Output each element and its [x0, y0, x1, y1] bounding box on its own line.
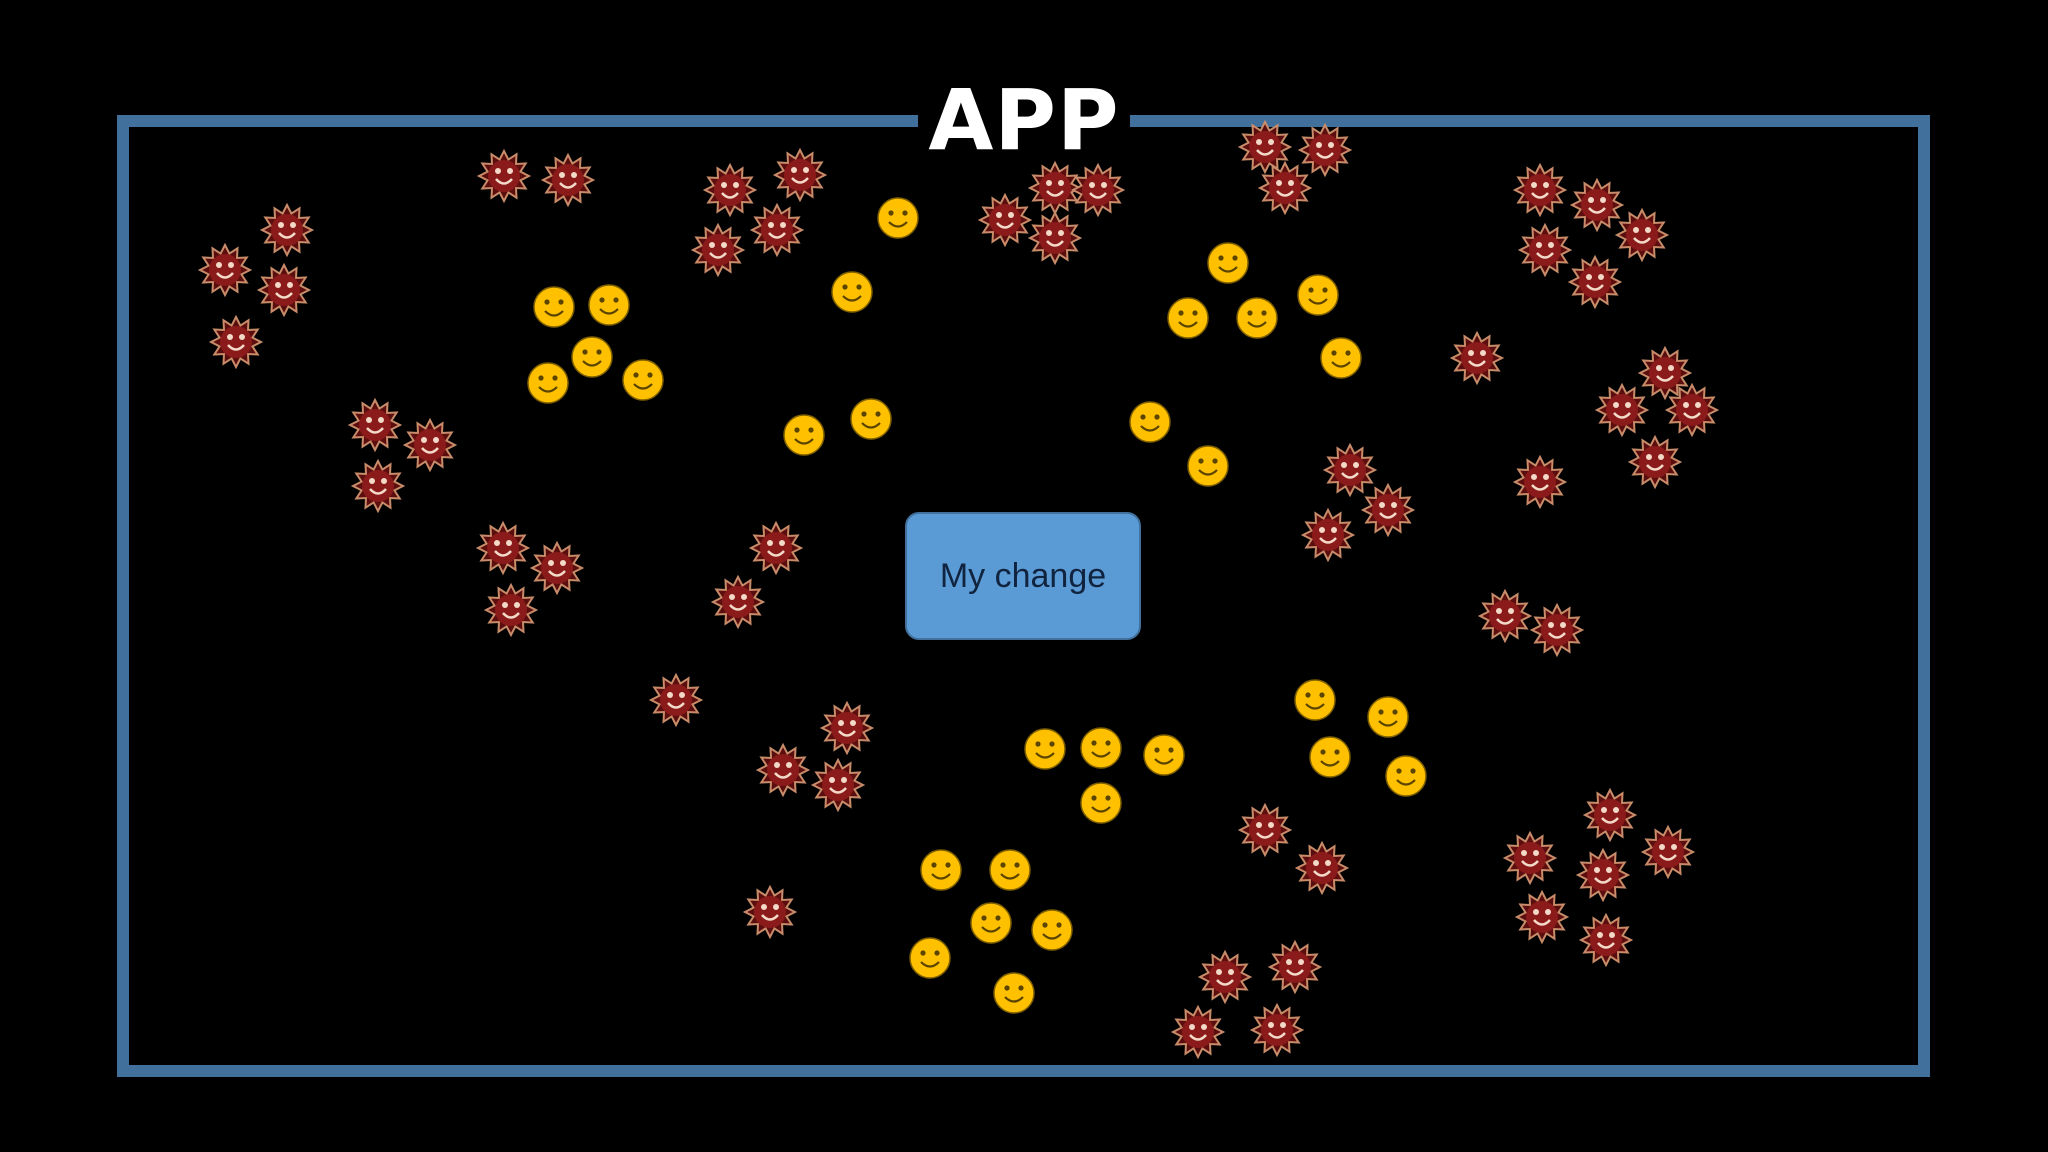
smiley-face-icon [1207, 242, 1249, 284]
virus-icon [1237, 802, 1293, 858]
virus-icon [1664, 382, 1720, 438]
smiley-face-icon [1367, 696, 1409, 738]
virus-icon [529, 540, 585, 596]
virus-icon [977, 192, 1033, 248]
virus-icon [1477, 588, 1533, 644]
virus-icon [1197, 949, 1253, 1005]
smiley-face-icon [909, 937, 951, 979]
virus-icon [1360, 482, 1416, 538]
virus-icon [1027, 160, 1083, 216]
smiley-face-icon [877, 197, 919, 239]
virus-icon [259, 202, 315, 258]
smiley-face-icon [989, 849, 1031, 891]
virus-icon [1249, 1002, 1305, 1058]
smiley-face-icon [527, 362, 569, 404]
virus-icon [1449, 330, 1505, 386]
smiley-face-icon [1167, 297, 1209, 339]
app-title: APP [918, 70, 1130, 170]
virus-icon [1575, 847, 1631, 903]
virus-icon [402, 417, 458, 473]
virus-icon [690, 222, 746, 278]
virus-icon [1614, 207, 1670, 263]
virus-icon [350, 458, 406, 514]
app-boundary-frame [117, 115, 1930, 1077]
virus-icon [648, 672, 704, 728]
virus-icon [476, 148, 532, 204]
virus-icon [483, 582, 539, 638]
smiley-face-icon [1297, 274, 1339, 316]
smiley-face-icon [622, 359, 664, 401]
virus-icon [1578, 912, 1634, 968]
smiley-face-icon [588, 284, 630, 326]
virus-icon [540, 152, 596, 208]
virus-icon [1637, 345, 1693, 401]
smiley-face-icon [1024, 728, 1066, 770]
virus-icon [1517, 222, 1573, 278]
virus-icon [1569, 177, 1625, 233]
smiley-face-icon [1294, 679, 1336, 721]
virus-icon [819, 700, 875, 756]
my-change-label: My change [939, 556, 1107, 595]
virus-icon [1297, 122, 1353, 178]
virus-icon [1627, 434, 1683, 490]
virus-icon [475, 520, 531, 576]
virus-icon [208, 314, 264, 370]
virus-icon [1502, 830, 1558, 886]
virus-icon [749, 202, 805, 258]
smiley-face-icon [831, 271, 873, 313]
smiley-face-icon [533, 286, 575, 328]
virus-icon [1237, 119, 1293, 175]
virus-icon [1322, 442, 1378, 498]
virus-icon [772, 147, 828, 203]
smiley-face-icon [571, 336, 613, 378]
virus-icon [1512, 454, 1568, 510]
virus-icon [1294, 840, 1350, 896]
smiley-face-icon [993, 972, 1035, 1014]
virus-icon [710, 574, 766, 630]
smiley-face-icon [1129, 401, 1171, 443]
virus-icon [1300, 507, 1356, 563]
smiley-face-icon [1031, 909, 1073, 951]
virus-icon [1027, 210, 1083, 266]
virus-icon [748, 520, 804, 576]
virus-icon [1529, 602, 1585, 658]
virus-icon [347, 397, 403, 453]
virus-icon [755, 742, 811, 798]
my-change-box: My change [905, 512, 1141, 640]
virus-icon [1582, 787, 1638, 843]
smiley-face-icon [970, 902, 1012, 944]
smiley-face-icon [850, 398, 892, 440]
virus-icon [1267, 939, 1323, 995]
virus-icon [256, 262, 312, 318]
virus-icon [1070, 162, 1126, 218]
virus-icon [1512, 162, 1568, 218]
virus-icon [1170, 1004, 1226, 1060]
virus-icon [1594, 382, 1650, 438]
smiley-face-icon [1080, 782, 1122, 824]
virus-icon [1514, 889, 1570, 945]
virus-icon [1257, 160, 1313, 216]
virus-icon [742, 884, 798, 940]
virus-icon [1640, 824, 1696, 880]
virus-icon [1567, 254, 1623, 310]
virus-icon [702, 162, 758, 218]
smiley-face-icon [1309, 736, 1351, 778]
smiley-face-icon [1236, 297, 1278, 339]
smiley-face-icon [783, 414, 825, 456]
virus-icon [197, 242, 253, 298]
smiley-face-icon [1143, 734, 1185, 776]
virus-icon [810, 757, 866, 813]
smiley-face-icon [1385, 755, 1427, 797]
smiley-face-icon [1187, 445, 1229, 487]
smiley-face-icon [1080, 727, 1122, 769]
smiley-face-icon [920, 849, 962, 891]
smiley-face-icon [1320, 337, 1362, 379]
